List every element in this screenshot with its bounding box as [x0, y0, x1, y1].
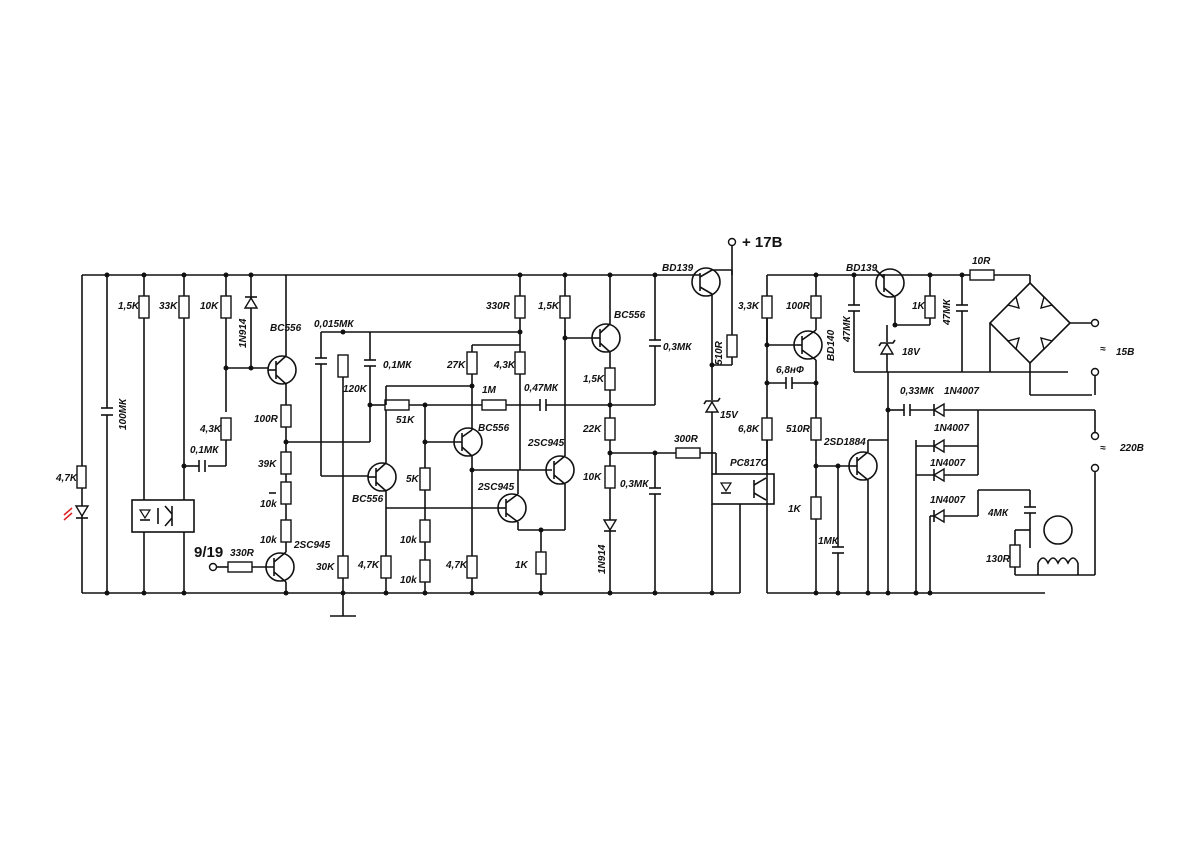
cap-0-1-stage1-label: 0,1МК [383, 360, 412, 371]
zener-18v-label: 18V [902, 347, 921, 358]
d1-label: 1N4007 [944, 386, 979, 397]
bc556-4-label: BC556 [614, 310, 646, 321]
bc556-1-label: BC556 [270, 323, 302, 334]
r-5k-label: 5K [406, 474, 420, 485]
cap-47uf-a-label: 47МК [842, 316, 853, 343]
diode-1n914-stage3-label: 1N914 [597, 544, 608, 574]
r-6k8-label: 6,8K [738, 424, 760, 435]
ac-15v-tilde: ≈ [1100, 344, 1106, 355]
optocoupler-pc817c [711, 473, 775, 505]
optocoupler-left [131, 499, 195, 533]
r-1k-psu-label: 1K [912, 301, 926, 312]
bc556-3-label: BC556 [478, 423, 510, 434]
d3-label: 1N4007 [930, 458, 965, 469]
cap-0-47-label: 0,47МК [524, 383, 559, 394]
led-indicator [63, 465, 90, 521]
transistor-bd139-top [691, 267, 732, 365]
r-300r-label: 300R [674, 434, 699, 445]
led-resistor-label: 4,7K [55, 473, 78, 484]
transistor-bc556-2 [367, 462, 397, 492]
transistor-2sc945-b [497, 493, 527, 523]
cap-6-8nf-label: 6,8нФ [776, 365, 804, 376]
transistor-bc556-1 [267, 355, 297, 385]
r-1k5-label: 1,5K [118, 301, 140, 312]
r-1k-stage2-label: 1K [515, 560, 529, 571]
r-33k-label: 33K [159, 301, 178, 312]
input-resistor-label: 330R [230, 548, 255, 559]
bd139-top-label: BD139 [662, 263, 694, 274]
r-22k-label: 22K [582, 424, 602, 435]
cap-1uf-label: 1МК [818, 536, 839, 547]
cap-0-33-label: 0,33МК [900, 386, 935, 397]
diode-bridge [988, 282, 1072, 365]
r-510r-stage3-label: 510R [714, 340, 725, 365]
r-1m-label: 1M [482, 385, 497, 396]
bd139-psu-label: BD139 [846, 263, 878, 274]
2sc945-b-label: 2SC945 [477, 482, 515, 493]
ac-220-tilde: ≈ [1100, 443, 1106, 454]
r-330r-label: 330R [486, 301, 511, 312]
r-39k-label: 39K [258, 459, 277, 470]
r-3k3-label: 3,3K [738, 301, 760, 312]
cap-0-1uf-left-label: 0,1МК [190, 445, 219, 456]
transistor-bd139-psu [875, 268, 905, 298]
r-27k-label: 27K [446, 360, 466, 371]
pc817c-label: PC817C [730, 458, 769, 469]
r-510r-driver-label: 510R [786, 424, 811, 435]
transistor-2sd1884 [848, 451, 878, 481]
cap-0-3a-label: 0,3МК [663, 342, 692, 353]
transistor-bc556-4 [591, 323, 621, 353]
transistor-bd140 [793, 329, 823, 361]
r-130r-label: 130R [986, 554, 1011, 565]
r-51k-label: 51K [396, 415, 415, 426]
2sd1884-label: 2SD1884 [823, 437, 866, 448]
r-10k-label: 10K [200, 301, 219, 312]
pot1-label: 10k [260, 499, 277, 510]
r-100r-driver-label: 100R [786, 301, 811, 312]
r-1k5-stage2-label: 1,5K [538, 301, 560, 312]
r-10r-label: 10R [972, 256, 991, 267]
2sc945-a-label: 2SC945 [527, 438, 565, 449]
motor-icon [1037, 515, 1079, 565]
r-4k3-label: 4,3K [199, 424, 222, 435]
r-100r-stage1-label: 100R [254, 414, 279, 425]
input-label: 9/19 [194, 544, 223, 561]
pot4-label: 10k [400, 575, 417, 586]
d4-label: 1N4007 [930, 495, 965, 506]
r-47-psu-label: 47МК [942, 299, 953, 326]
r-4k7-stage1-label: 4,7K [357, 560, 380, 571]
r-4k3-stage2-label: 4,3K [493, 360, 516, 371]
cap-100uf-label: 100МК [118, 398, 129, 430]
r-1k-driver-label: 1K [788, 504, 802, 515]
r-4k7-stage2-label: 4,7K [445, 560, 468, 571]
pot3-label: 10k [400, 535, 417, 546]
cap-0-3b-label: 0,3МК [620, 479, 649, 490]
bd140-label: BD140 [826, 329, 837, 361]
r-10k-stage3-label: 10K [583, 472, 602, 483]
d2-label: 1N4007 [934, 423, 969, 434]
diode-1n914-left-label: 1N914 [238, 318, 249, 348]
r-30k-label: 30K [316, 562, 335, 573]
ac-220-label: 220В [1119, 443, 1144, 454]
cap-0-015-label: 0,015МК [314, 319, 354, 330]
r-120k-label: 120K [343, 384, 368, 395]
supply-label: + 17В [742, 234, 783, 251]
transistor-2sc945-a [545, 455, 575, 485]
2sc945-input-label: 2SC945 [293, 540, 331, 551]
pot2-label: 10k [260, 535, 277, 546]
zener-15v-label: 15V [720, 410, 739, 421]
ac-15v-label: 15В [1116, 347, 1134, 358]
r-1k5-stage3-label: 1,5K [583, 374, 605, 385]
bc556-2-label: BC556 [352, 494, 384, 505]
cap-4uf-label: 4МК [987, 508, 1009, 519]
